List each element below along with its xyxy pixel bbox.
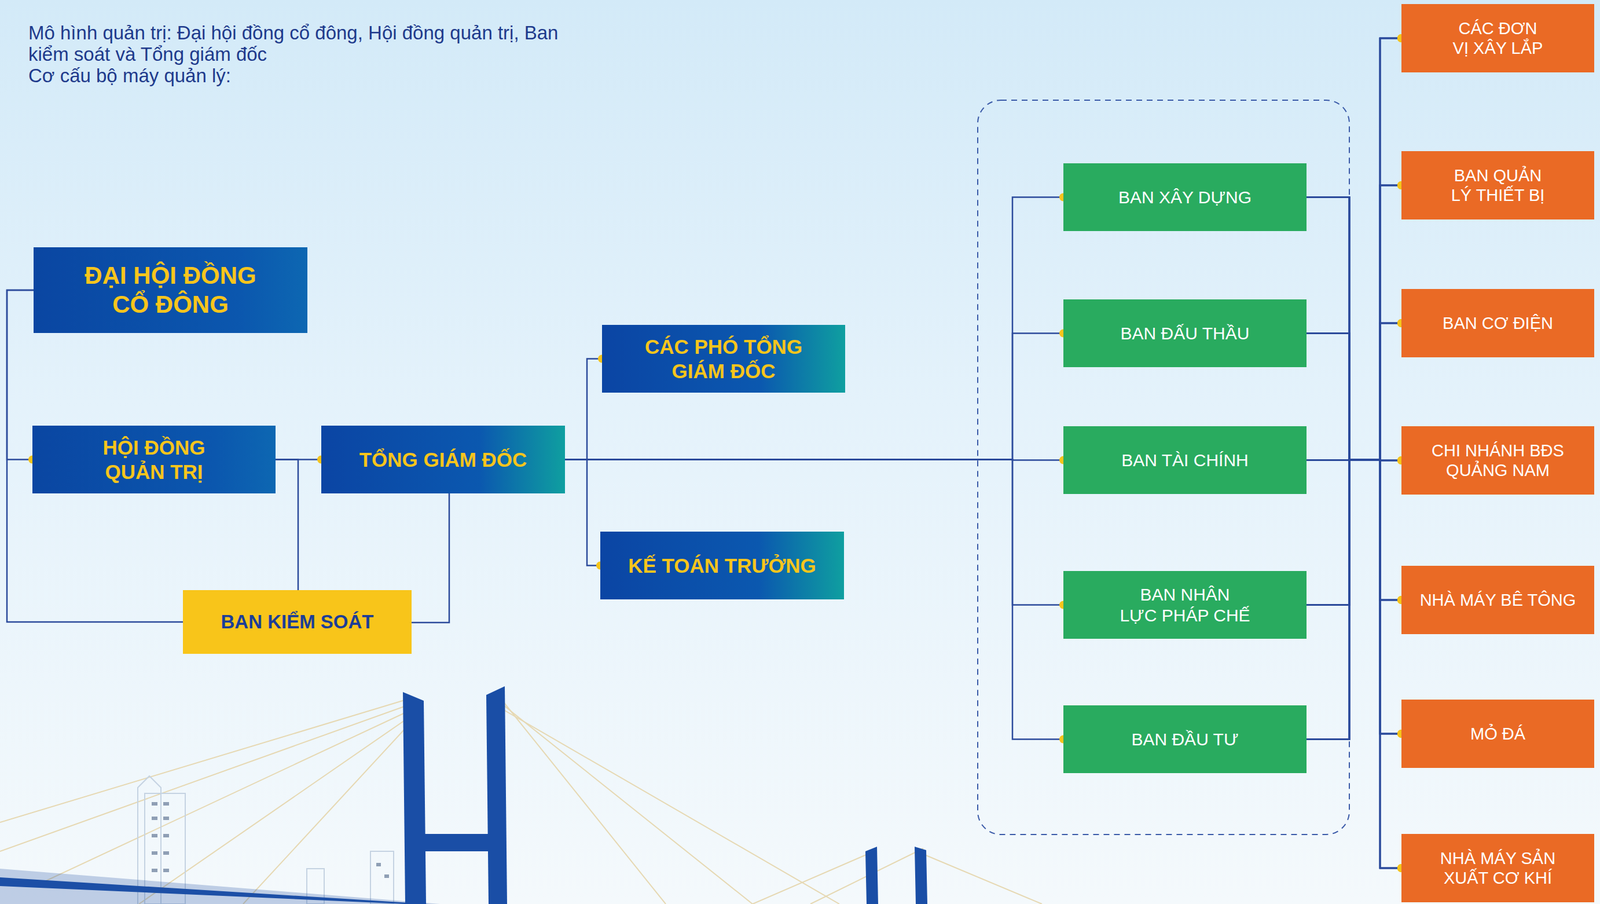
- connector-line: [1306, 38, 1402, 460]
- connector-line: [1306, 459, 1402, 740]
- bridge-deck-shadow: [0, 868, 440, 904]
- connector-line: [1306, 197, 1402, 601]
- org-box: CÁC ĐƠN VỊ XÂY LẮP: [1401, 4, 1595, 73]
- connector-line: [6, 290, 34, 460]
- connector-line: [564, 358, 603, 460]
- box-label: BAN NHÂN LỰC PHÁP CHẾ: [1106, 584, 1264, 626]
- connector-line: [564, 459, 1064, 605]
- org-box: BAN KIỂM SOÁT: [182, 589, 412, 654]
- org-box: BAN NHÂN LỰC PHÁP CHẾ: [1063, 570, 1307, 639]
- box-label: MỎ ĐÁ: [1470, 723, 1526, 744]
- connector-line: [1306, 459, 1402, 868]
- org-box: BAN XÂY DỰNG: [1063, 163, 1307, 231]
- connector-line: [1306, 459, 1402, 605]
- box-label: BAN XÂY DỰNG: [1118, 186, 1252, 208]
- org-box: NHÀ MÁY SẢN XUẤT CƠ KHÍ: [1401, 833, 1595, 902]
- connector-line: [1306, 197, 1402, 461]
- connector-line: [1306, 197, 1402, 461]
- building-windows: [151, 801, 390, 878]
- connector-line: [1306, 323, 1402, 605]
- org-box: NHÀ MÁY BÊ TÔNG: [1401, 565, 1595, 634]
- box-label: BAN KIỂM SOÁT: [221, 610, 374, 634]
- connector-line: [1306, 459, 1402, 605]
- org-box: BAN ĐẦU TƯ: [1063, 705, 1307, 773]
- connector-line: [1306, 333, 1402, 869]
- connector-line: [1306, 333, 1402, 601]
- connector-line: [564, 459, 1064, 740]
- box-label: BAN CƠ ĐIỆN: [1442, 313, 1554, 333]
- box-label: ĐẠI HỘI ĐỒNG CỔ ĐÔNG: [72, 261, 270, 319]
- connector-line: [564, 459, 601, 566]
- connector-line: [1306, 333, 1402, 735]
- connector-line: [1306, 459, 1402, 868]
- connector-line: [1306, 459, 1402, 740]
- org-box: CÁC PHÓ TỔNG GIÁM ĐỐC: [602, 324, 846, 393]
- connector-line: [1306, 185, 1402, 740]
- bridge-cables: [0, 694, 1042, 904]
- box-label: BAN ĐẤU THẦU: [1120, 323, 1250, 344]
- connector-line: [1306, 185, 1402, 605]
- connector-line: [275, 459, 299, 591]
- connector-line: [411, 493, 450, 623]
- org-box: CHI NHÁNH BĐS QUẢNG NAM: [1401, 426, 1595, 495]
- connector-line: [1306, 459, 1402, 734]
- bridge-pylon: [402, 685, 508, 904]
- box-label: CHI NHÁNH BĐS QUẢNG NAM: [1419, 440, 1577, 480]
- org-box: BAN ĐẤU THẦU: [1063, 299, 1307, 368]
- org-box: BAN QUẢN LÝ THIẾT BỊ: [1401, 151, 1595, 220]
- connector-line: [1306, 38, 1402, 460]
- connector-line: [1306, 459, 1402, 740]
- bridge-pylon-far: [865, 846, 928, 904]
- caption-text: Cơ cấu bộ máy quản lý:: [28, 64, 561, 87]
- box-label: BAN QUẢN LÝ THIẾT BỊ: [1428, 165, 1568, 205]
- connector-line: [1306, 323, 1402, 740]
- org-box: ĐẠI HỘI ĐỒNG CỔ ĐÔNG: [33, 247, 308, 333]
- connector-line: [1306, 197, 1402, 869]
- org-box: KẾ TOÁN TRƯỞNG: [600, 531, 844, 600]
- org-box: MỎ ĐÁ: [1401, 699, 1595, 768]
- bridge-deck: [0, 876, 429, 904]
- connector-line: [1306, 459, 1402, 868]
- connector-line: [1306, 197, 1402, 735]
- box-label: HỘI ĐỒNG QUẢN TRỊ: [81, 435, 227, 484]
- connector-line: [1306, 323, 1402, 460]
- box-label: CÁC ĐƠN VỊ XÂY LẮP: [1431, 18, 1565, 58]
- org-box: BAN CƠ ĐIỆN: [1401, 288, 1595, 358]
- box-label: KẾ TOÁN TRƯỞNG: [628, 553, 817, 578]
- org-box: TỔNG GIÁM ĐỐC: [321, 425, 565, 494]
- group-outline: [977, 100, 1350, 835]
- connector-line: [1306, 38, 1402, 461]
- connector-line: [1306, 38, 1402, 740]
- connector-line: [1306, 459, 1402, 600]
- box-label: CÁC PHÓ TỔNG GIÁM ĐỐC: [633, 334, 814, 383]
- connector-line: [1306, 38, 1402, 605]
- connector-line: [1306, 459, 1402, 734]
- org-box: BAN TÀI CHÍNH: [1063, 426, 1307, 494]
- connector-line: [564, 197, 1064, 460]
- box-label: TỔNG GIÁM ĐỐC: [359, 447, 528, 472]
- connector-line: [1306, 323, 1402, 461]
- connector-line: [1306, 333, 1402, 461]
- box-label: BAN ĐẦU TƯ: [1131, 728, 1239, 750]
- caption-text: Mô hình quản trị: Đại hội đồng cổ đông, …: [28, 21, 561, 65]
- box-label: NHÀ MÁY BÊ TÔNG: [1419, 589, 1577, 610]
- box-label: NHÀ MÁY SẢN XUẤT CƠ KHÍ: [1409, 848, 1587, 888]
- box-label: BAN TÀI CHÍNH: [1121, 449, 1249, 471]
- org-box: HỘI ĐỒNG QUẢN TRỊ: [32, 425, 276, 494]
